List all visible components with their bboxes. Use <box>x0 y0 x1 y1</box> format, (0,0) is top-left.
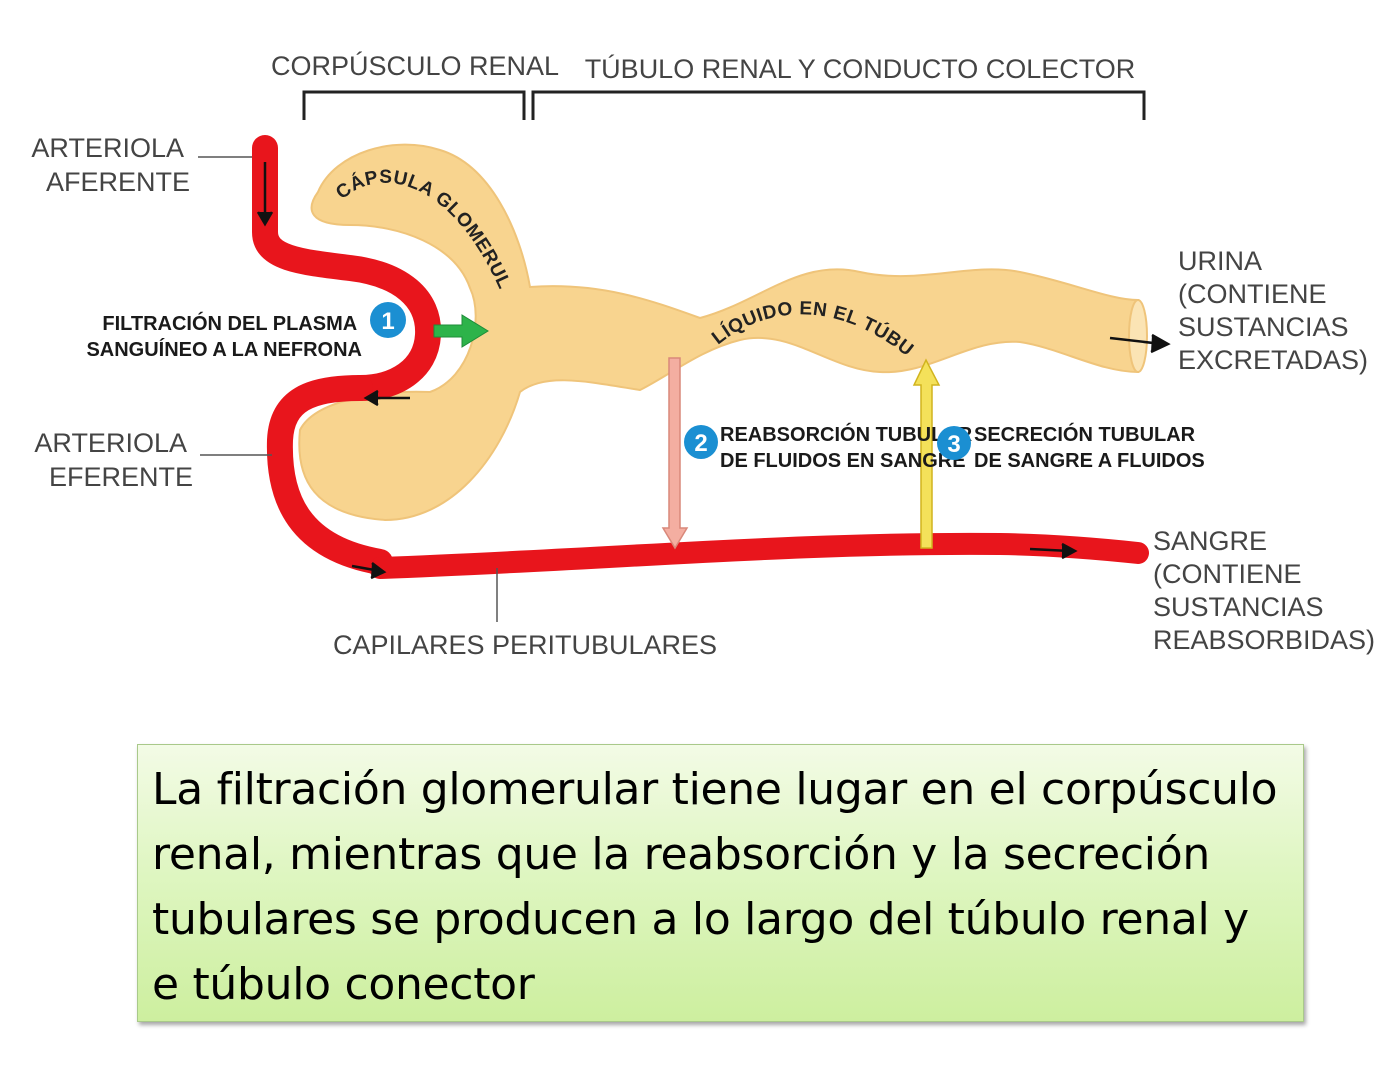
peritubular-capillary <box>369 532 1149 579</box>
secretion-arrow <box>912 358 941 549</box>
flow-arrows <box>256 162 1171 580</box>
svg-text:1: 1 <box>381 308 394 335</box>
arteriola-eferente-vessel <box>266 375 393 575</box>
tubulo-bracket <box>531 90 1146 120</box>
nephron-diagram: CORPÚSCULO RENAL TÚBULO RENAL Y CONDUCTO… <box>0 0 1375 660</box>
step-1-badge: 1 <box>370 302 406 338</box>
arteriola-aferente-vessel <box>252 135 442 401</box>
urina-label: URINA (CONTIENE SUSTANCIAS EXCRETADAS) <box>1178 246 1368 375</box>
arteriola-aferente-label: ARTERIOLA AFERENTE <box>31 133 190 197</box>
filtracion-label: FILTRACIÓN DEL PLASMA SANGUÍNEO A LA NEF… <box>86 311 362 361</box>
tubulo-header: TÚBULO RENAL Y CONDUCTO COLECTOR <box>585 53 1136 84</box>
caption-box: La filtración glomerular tiene lugar en … <box>137 744 1304 1022</box>
tubule-body <box>298 143 1139 522</box>
svg-text:2: 2 <box>694 430 707 457</box>
reabsorcion-label: REABSORCIÓN TUBULAR DE FLUIDOS EN SANGRE <box>720 422 978 472</box>
caption-text: La filtración glomerular tiene lugar en … <box>152 764 1278 1010</box>
blood-vessels <box>252 135 1149 579</box>
tubule-opening <box>1128 299 1148 373</box>
leader-lines <box>198 156 498 622</box>
corpusculo-bracket <box>302 90 526 120</box>
arteriola-eferente-label: ARTERIOLA EFERENTE <box>34 428 193 492</box>
sangre-label: SANGRE (CONTIENE SUSTANCIAS REABSORBIDAS… <box>1153 526 1375 655</box>
reabsorption-arrow <box>661 357 689 550</box>
capilares-label: CAPILARES PERITUBULARES <box>333 630 717 660</box>
filtration-arrow <box>433 314 489 348</box>
secrecion-label: SECRECIÓN TUBULAR DE SANGRE A FLUIDOS <box>974 422 1205 472</box>
step-3-badge: 3 <box>937 426 971 460</box>
svg-text:3: 3 <box>947 431 960 458</box>
step-2-badge: 2 <box>684 425 718 459</box>
corpusculo-header: CORPÚSCULO RENAL <box>271 50 559 81</box>
renal-tubule <box>298 143 1148 522</box>
